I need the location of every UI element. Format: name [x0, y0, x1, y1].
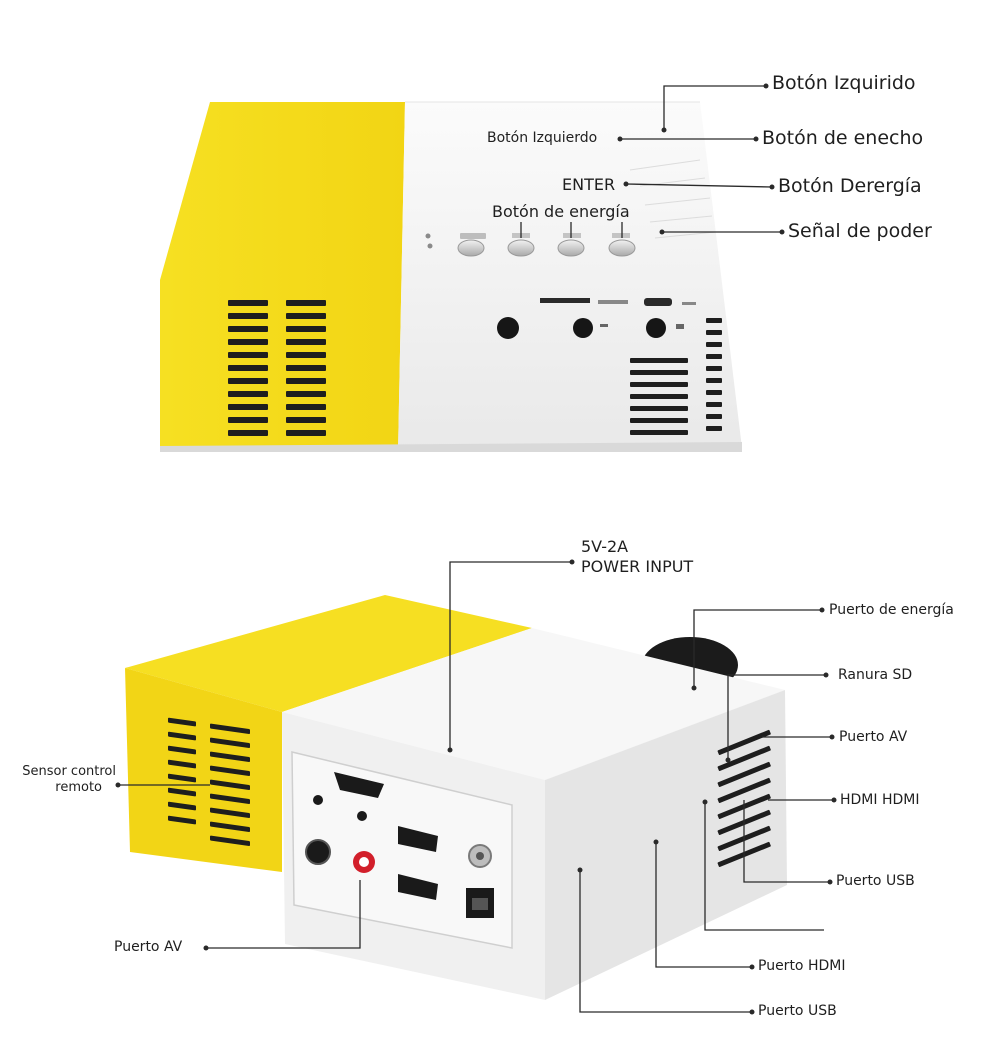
top-white-body [398, 102, 742, 452]
back-panel [291, 751, 513, 949]
power-input-label: POWER INPUT [581, 557, 694, 576]
callout-boton-izquierdo: Botón Izquierdo [487, 130, 598, 146]
top-yellow-body [160, 102, 405, 452]
callout-boton-de-enecho: Botón de enecho [762, 127, 924, 149]
bottom-yellow-top [125, 595, 532, 712]
top-front-ports [497, 298, 696, 339]
callout-puerto-usb-bottom: Puerto USB [758, 1003, 837, 1019]
menu-button[interactable] [457, 239, 485, 257]
top-projector [160, 83, 785, 452]
callout-hdmi-hdmi: HDMI HDMI [840, 792, 920, 808]
power-button[interactable] [608, 239, 636, 257]
callout-senal-de-poder: Señal de poder [788, 220, 932, 242]
bottom-yellow-vents [168, 717, 250, 847]
callout-boton-de-energia-top: Botón de energía [492, 202, 630, 221]
enter-button[interactable] [557, 239, 585, 257]
hdmi-port[interactable] [334, 772, 384, 798]
top-left-vents [228, 300, 326, 436]
top-button-row [425, 159, 716, 257]
callout-boton-izquirido: Botón Izquirido [772, 72, 916, 94]
callout-enter: ENTER [562, 175, 616, 194]
callout-puerto-av-left: Puerto AV [114, 939, 183, 955]
usb-port-upper[interactable] [398, 826, 438, 852]
sd-slot-indicator [313, 795, 323, 805]
callout-boton-derergia: Botón Derergía [778, 175, 922, 197]
usb-port-lower[interactable] [398, 874, 438, 900]
top-callout-lines [520, 85, 782, 238]
bottom-projector [115, 559, 837, 1015]
callout-sensor-remoto: remoto [55, 780, 102, 795]
headphone-jack-top[interactable] [646, 318, 666, 338]
bottom-callout-lines [118, 561, 834, 1013]
callout-ranura-sd: Ranura SD [838, 667, 913, 683]
ir-sensor [497, 317, 519, 339]
top-right-vents [630, 318, 722, 435]
bottom-callout-dots [115, 559, 837, 1015]
callout-puerto-de-energia: Puerto de energía [829, 602, 954, 618]
av-port[interactable] [305, 839, 331, 865]
bottom-yellow-side [125, 668, 282, 872]
callout-puerto-usb-right: Puerto USB [836, 873, 915, 889]
callout-sensor-control: Sensor control [22, 764, 116, 779]
callout-puerto-hdmi: Puerto HDMI [758, 958, 846, 974]
callout-puerto-av-right: Puerto AV [839, 729, 908, 745]
bottom-ports [305, 772, 494, 918]
top-callout-dots [617, 83, 785, 235]
left-button[interactable] [507, 239, 535, 257]
bottom-white-top [282, 628, 785, 780]
power-input-voltage: 5V-2A [581, 537, 629, 556]
av-jack-top[interactable] [573, 318, 593, 338]
